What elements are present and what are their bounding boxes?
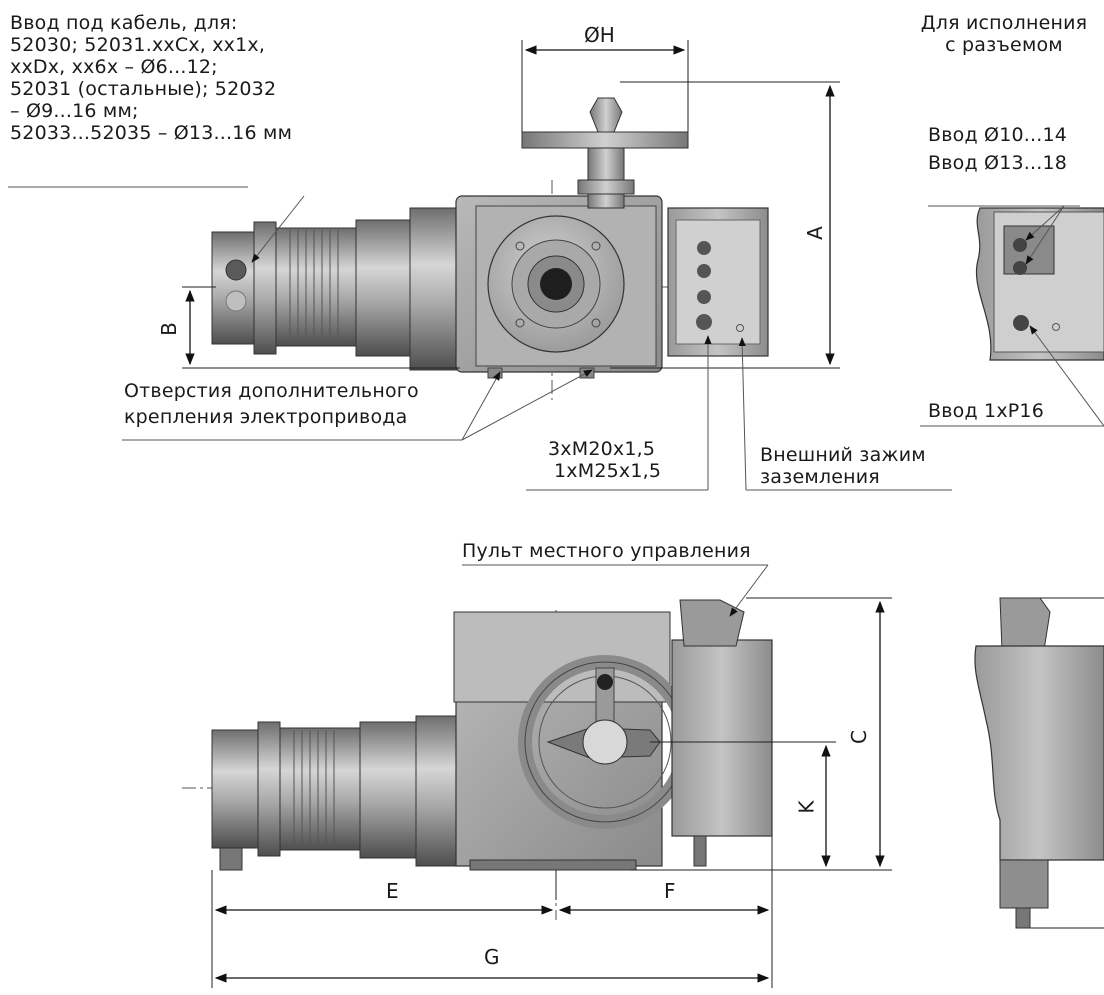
dimension-f-label: F: [664, 879, 676, 903]
dimension-k-label: K: [794, 800, 819, 814]
thread-size-1: 3хМ20х1,5: [548, 438, 656, 460]
connector-entry-p16: Ввод 1хР16: [928, 400, 1044, 422]
cable-entry-line-1: Ввод под кабель, для:: [10, 12, 238, 34]
local-control-panel-note: Пульт местного управления: [462, 540, 751, 562]
dimension-b-label: B: [156, 322, 181, 336]
ground-clamp-note: Внешний зажим заземления: [760, 444, 926, 488]
cable-entry-line-5: – Ø9...16 мм;: [10, 100, 139, 122]
connector-entry-2: Ввод Ø13...18: [928, 152, 1068, 174]
connector-title-line-1: Для исполнения: [920, 12, 1088, 34]
thread-sizes-note: 3хМ20х1,5 1хМ25х1,5: [548, 438, 661, 482]
top-view: [8, 40, 952, 491]
dimension-h-label: ØH: [584, 23, 615, 47]
cable-entry-line-4: 52031 (остальные); 52032: [10, 78, 277, 100]
dimension-c-label: C: [846, 730, 871, 744]
connector-title-line-2: с разъемом: [945, 34, 1063, 56]
dimension-a-label: A: [802, 226, 827, 240]
ground-clamp-line-2: заземления: [760, 466, 880, 488]
cable-entry-note: Ввод под кабель, для: 52030; 52031.ххСх,…: [10, 12, 292, 144]
connector-variant-title: Для исполнения с разъемом: [912, 12, 1096, 56]
mounting-holes-line-1: Отверстия дополнительного: [124, 380, 419, 402]
thread-size-2: 1хМ25х1,5: [554, 460, 662, 482]
connector-variant-view: [920, 205, 1104, 427]
cable-entry-line-3: ххDх, хх6х – Ø6...12;: [10, 56, 218, 78]
connector-entry-1: Ввод Ø10...14: [928, 124, 1068, 146]
front-view: [182, 564, 892, 988]
ground-clamp-line-1: Внешний зажим: [760, 444, 926, 466]
cable-entry-line-6: 52033...52035 – Ø13...16 мм: [10, 122, 293, 144]
dimension-g-label: G: [484, 945, 500, 969]
mounting-holes-line-2: крепления электропривода: [124, 406, 408, 428]
cable-entry-line-2: 52030; 52031.ххСх, хх1х,: [10, 34, 266, 56]
dimension-e-label: E: [386, 879, 399, 903]
mounting-holes-note: Отверстия дополнительного крепления элек…: [124, 380, 419, 428]
connector-entries: Ввод Ø10...14 Ввод Ø13...18: [928, 124, 1067, 174]
side-view: [974, 597, 1104, 929]
